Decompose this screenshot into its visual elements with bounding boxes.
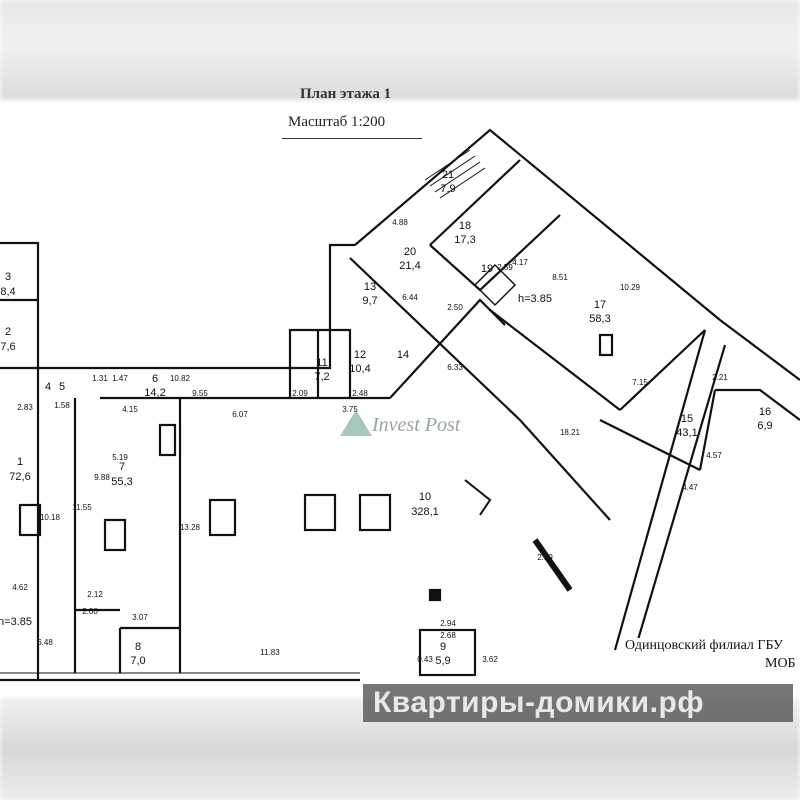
room-18-area: 17,3 [454,234,475,246]
dimension-label: 4.15 [122,405,138,414]
room-12-num: 12 [354,349,366,361]
dimension-label: 2.21 [712,373,728,382]
dimension-label: 2.09 [292,389,308,398]
dimension-label: 0.43 [417,655,433,664]
room-10-area: 328,1 [411,506,439,518]
room-20-num: 20 [404,246,416,258]
dimension-label: 11.55 [72,503,92,512]
room-6-num: 6 [152,373,158,385]
room-15-area: 43,1 [676,427,697,439]
room-2-num: 2 [5,326,11,338]
room-6-area: 14,2 [144,387,165,399]
dimension-label: 9.55 [192,389,208,398]
dimension-label: 10.29 [620,283,641,292]
dimension-label: 13.28 [180,523,201,532]
invest-post-logo-icon [340,410,372,436]
blurred-top-band [0,0,800,100]
room-10-num: 10 [419,491,431,503]
room-2-area: 7,6 [0,341,15,353]
room-3-area: 8,4 [0,286,15,298]
floor-plan: 1 72,6 2 7,6 3 8,4 4 5 6 14,2 7 55,3 8 7… [0,128,800,682]
room-13-area: 9,7 [362,295,377,307]
dimension-label: 3.07 [132,613,148,622]
walls [0,128,800,682]
dimension-label: 4.17 [512,258,528,267]
dimension-label: 6.44 [402,293,418,302]
dimension-label: 3.75 [342,405,358,414]
dimension-label: 2.48 [352,389,368,398]
room-1-area: 72,6 [9,471,30,483]
dimension-label: 2.83 [17,403,33,412]
dimension-label: 9.88 [94,473,110,482]
dimension-label: 1.47 [112,374,128,383]
plan-title: План этажа 1 [300,86,392,102]
dimension-label: 6.33 [447,363,463,372]
room-7-area: 55,3 [111,476,132,488]
dimension-label: 4.47 [682,483,698,492]
room-8-num: 8 [135,641,141,653]
room-1-num: 1 [17,456,23,468]
dimension-label: 6.07 [232,410,248,419]
dimension-label: 2.12 [87,590,103,599]
dimension-label: 7.15 [632,378,648,387]
dimension-label: 2.59 [497,263,513,272]
room-16-num: 16 [759,406,771,418]
dimension-label: 2.94 [440,619,456,628]
dimension-label: 1.58 [54,401,70,410]
room-17-num: 17 [594,299,606,311]
dimension-label: 2.50 [447,303,463,312]
dimension-label: 10.18 [40,513,61,522]
room-13-num: 13 [364,281,376,293]
dimension-label: 4.88 [392,218,408,227]
room-11-num: 11 [316,357,327,369]
dimension-label: 2.19 [537,553,553,562]
site-watermark: Квартиры-домики.рф [363,684,793,722]
room-21-num: 21 [442,169,454,181]
dimension-label: 3.62 [482,655,498,664]
room-20-area: 21,4 [399,260,420,272]
dimension-label: 1.31 [92,374,108,383]
room-9-area: 5,9 [435,655,450,667]
room-18-num: 18 [459,220,471,232]
room-9-num: 9 [440,641,446,653]
room-21-area: 7,9 [440,183,455,195]
dimension-label: 18.21 [560,428,581,437]
branch-label: Одинцовский филиал ГБУ [625,638,783,654]
dimension-label: 6.48 [37,638,53,647]
ceiling-height-label: h=3.85 [518,293,552,305]
room-14-num: 14 [397,349,409,361]
room-3-num: 3 [5,271,11,283]
dimension-label: 10.82 [170,374,191,383]
dimension-label: 2.68 [440,631,456,640]
room-8-area: 7,0 [130,655,145,667]
plan-scale: Масштаб 1:200 [288,114,386,130]
room-16-area: 6,9 [757,420,772,432]
room-15-num: 15 [681,413,693,425]
room-4-num: 4 [45,381,51,393]
room-11-area: 7,2 [314,371,329,383]
room-7-num: 7 [119,461,125,473]
dimension-labels: 10.829.55 4.15 6.07 3.75 2.48 2.09 11.83 4.62 6.… [12,218,728,664]
ceiling-height-label-left: h=3.85 [0,616,32,628]
room-19-num: 19 [481,263,493,275]
dimension-label: 11.83 [260,648,280,657]
dimension-label: 8.51 [552,273,568,282]
scale-underline [282,138,422,139]
branch-label-2: МОБ [765,656,796,672]
dimension-label: 5.19 [112,453,128,462]
invest-post-watermark: Invest Post [372,414,461,436]
room-17-area: 58,3 [589,313,610,325]
dimension-label: 4.57 [706,451,722,460]
room-5-num: 5 [59,381,65,393]
room-labels: 1 72,6 2 7,6 3 8,4 4 5 6 14,2 7 55,3 8 7… [0,169,773,667]
dimension-label: 2.00 [82,607,98,616]
dimension-label: 4.62 [12,583,28,592]
room-12-area: 10,4 [349,363,370,375]
